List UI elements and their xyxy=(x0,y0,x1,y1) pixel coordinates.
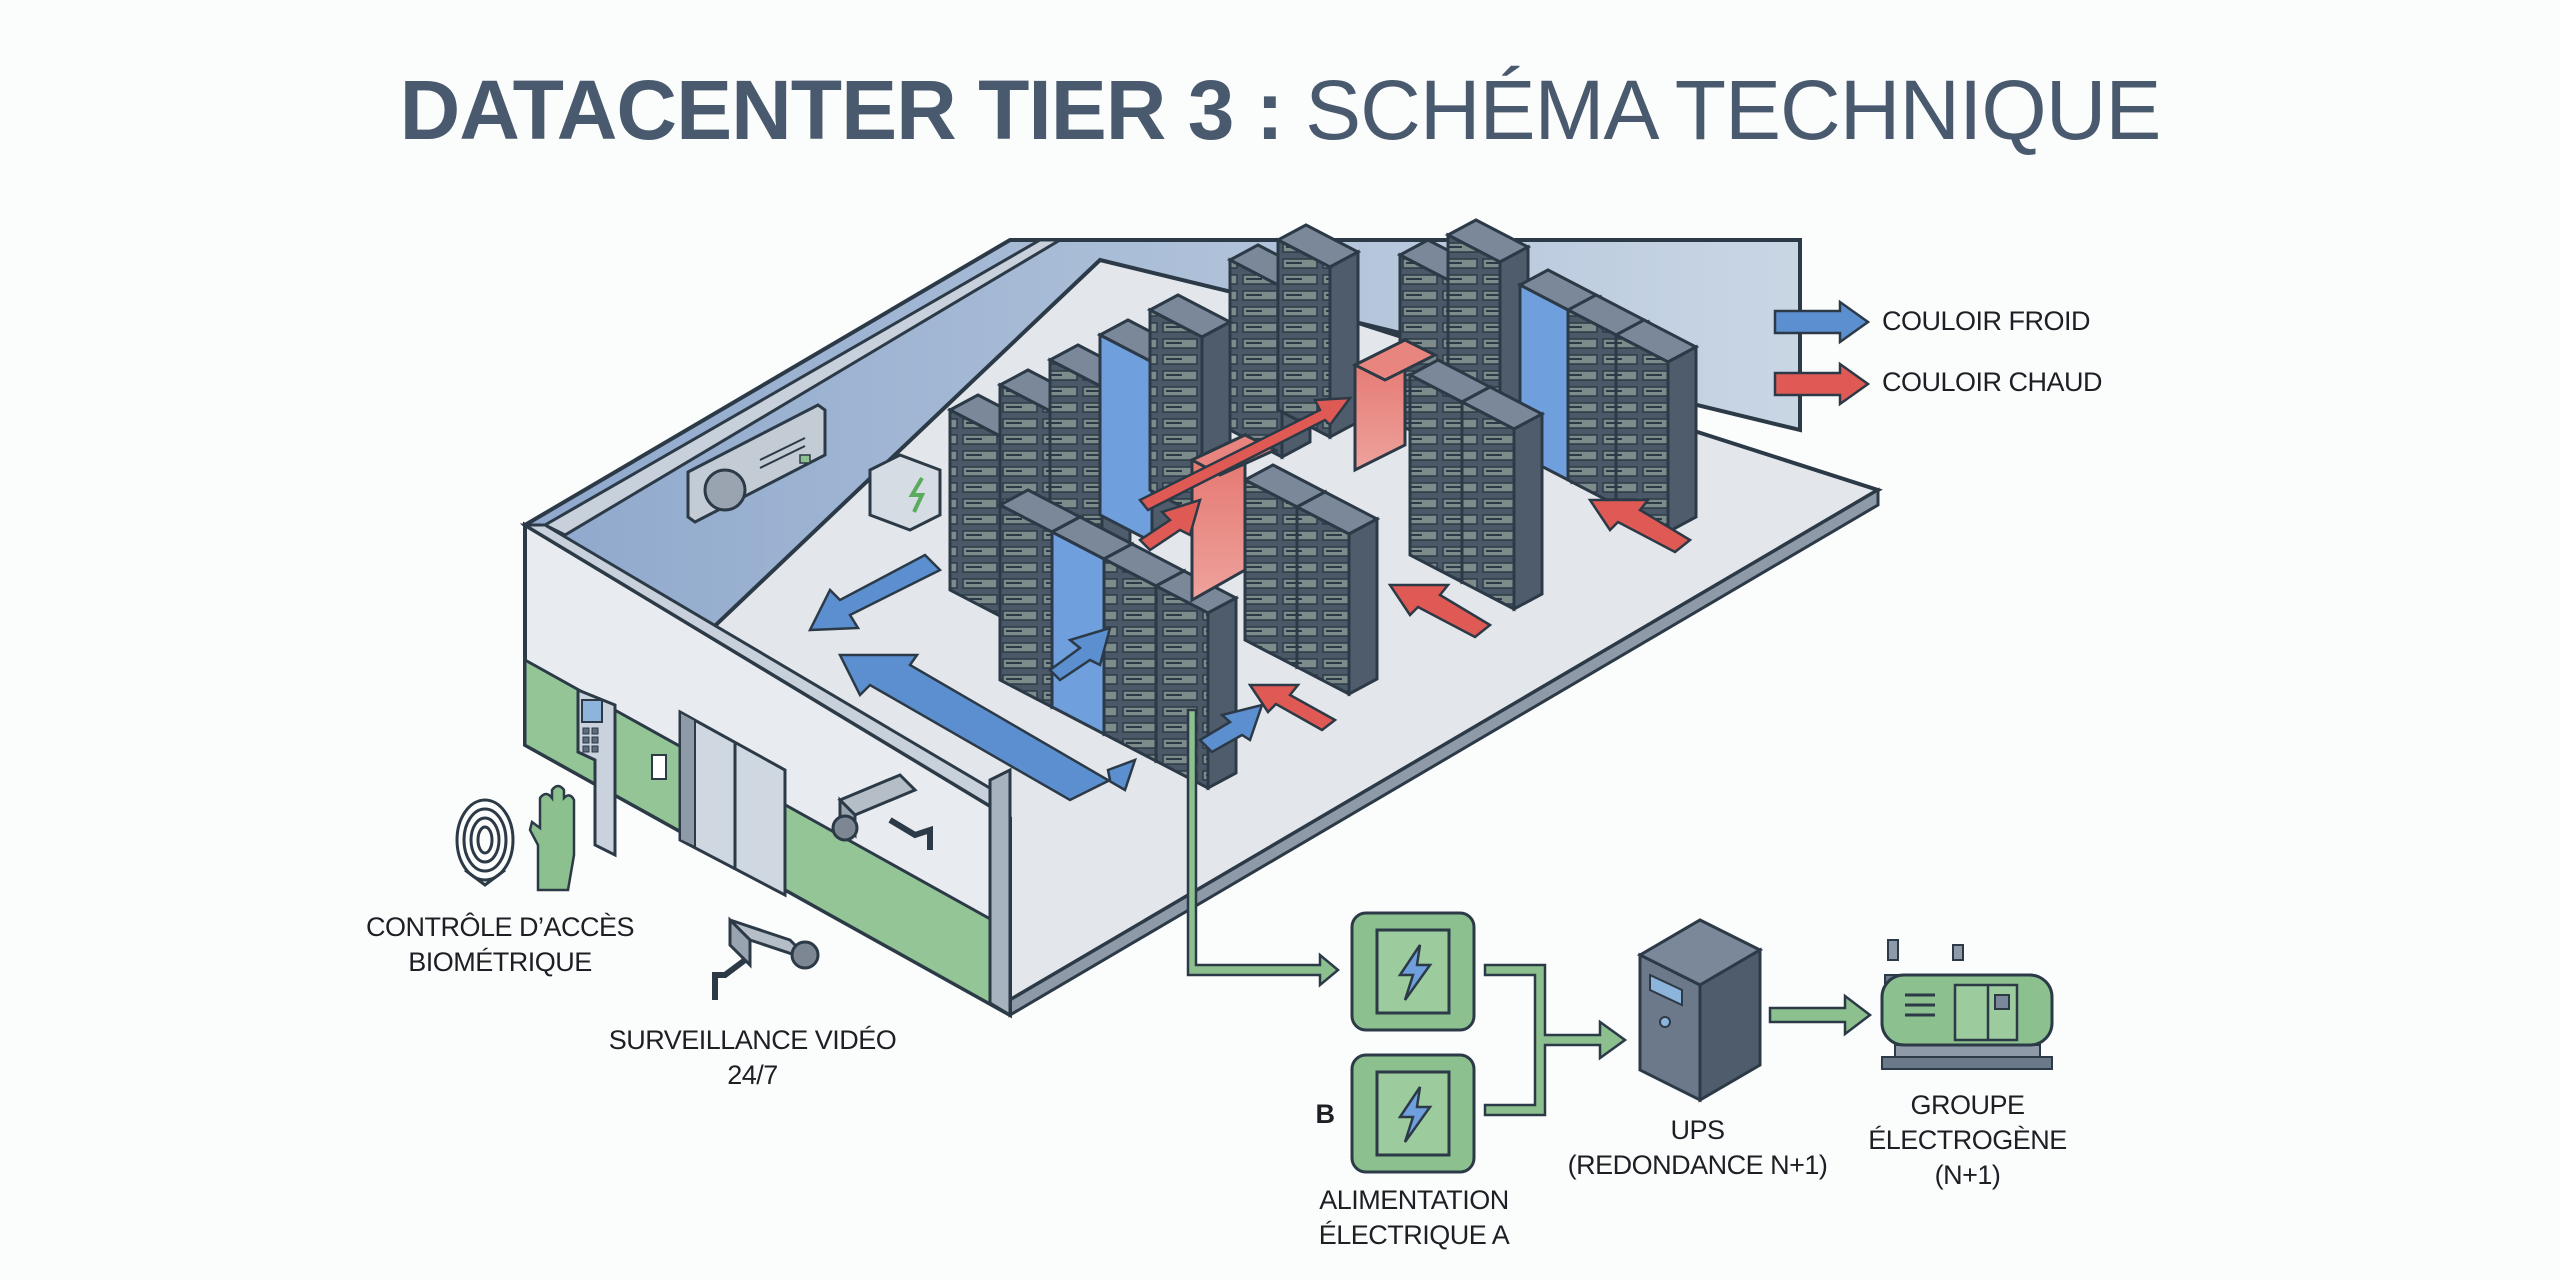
hand-icon xyxy=(528,784,576,892)
feed-a-label-line1: ALIMENTATION xyxy=(1319,1185,1509,1215)
ups-unit[interactable] xyxy=(1636,918,1764,1103)
title-bold: DATACENTER TIER 3 : xyxy=(399,63,1284,157)
ac-unit-icon xyxy=(686,403,827,524)
biometric-label: CONTRÔLE D’ACCÈS BIOMÉTRIQUE xyxy=(360,910,640,980)
power-feed-a[interactable] xyxy=(1350,911,1476,1032)
server-rack xyxy=(1458,385,1546,612)
lightning-icon xyxy=(1397,944,1433,1001)
power-flow-lines xyxy=(1186,708,1873,1117)
power-feed-b[interactable] xyxy=(1350,1053,1476,1174)
feed-a-label-line2: ÉLECTRIQUE A xyxy=(1318,1220,1510,1250)
feed-b-label: B xyxy=(1315,1099,1336,1129)
title-light: SCHÉMA TECHNIQUE xyxy=(1305,63,2161,157)
biometric-label-line2: BIOMÉTRIQUE xyxy=(408,947,592,977)
ups-label-line1: UPS xyxy=(1670,1115,1725,1145)
generator-label-line1: GROUPE xyxy=(1910,1090,2025,1120)
legend-hot-label: COULOIR CHAUD xyxy=(1882,367,2103,397)
legend-cold-label: COULOIR FROID xyxy=(1882,306,2091,336)
entrance-door[interactable] xyxy=(678,709,787,898)
generator-label-line3: (N+1) xyxy=(1934,1160,2001,1190)
ups-label: UPS (REDONDANCE N+1) xyxy=(1555,1113,1840,1183)
video-label-line2: 24/7 xyxy=(727,1060,778,1090)
server-rack xyxy=(1612,318,1700,535)
generator-label: GROUPE ÉLECTROGÈNE (N+1) xyxy=(1855,1088,2080,1193)
legend-hot-arrow-icon xyxy=(1773,361,1871,407)
server-racks xyxy=(946,218,1700,791)
cold-aisle-arrows xyxy=(807,553,1264,802)
server-rack xyxy=(1293,490,1381,697)
fingerprint-icon xyxy=(455,798,515,887)
hot-aisle-arrows xyxy=(1138,396,1693,732)
camera-icon xyxy=(831,773,933,850)
biometric-label-line1: CONTRÔLE D’ACCÈS xyxy=(365,912,635,942)
badge-reader-icon xyxy=(651,754,667,780)
video-label: SURVEILLANCE VIDÉO 24/7 xyxy=(600,1023,905,1093)
power-box-icon xyxy=(868,453,942,532)
feed-a-label: ALIMENTATION ÉLECTRIQUE A xyxy=(1300,1183,1528,1253)
lightning-icon xyxy=(1397,1086,1433,1143)
page-title: DATACENTER TIER 3 : SCHÉMA TECHNIQUE xyxy=(0,62,2560,159)
server-rack xyxy=(1274,223,1362,440)
camera-icon xyxy=(712,916,820,1000)
generator-label-line2: ÉLECTROGÈNE xyxy=(1868,1125,2067,1155)
generator-unit[interactable] xyxy=(1880,939,2054,1070)
keypad-icon xyxy=(576,687,617,858)
ups-label-line2: (REDONDANCE N+1) xyxy=(1567,1150,1828,1180)
legend-cold-arrow-icon xyxy=(1773,299,1871,345)
video-label-line1: SURVEILLANCE VIDÉO xyxy=(608,1025,897,1055)
